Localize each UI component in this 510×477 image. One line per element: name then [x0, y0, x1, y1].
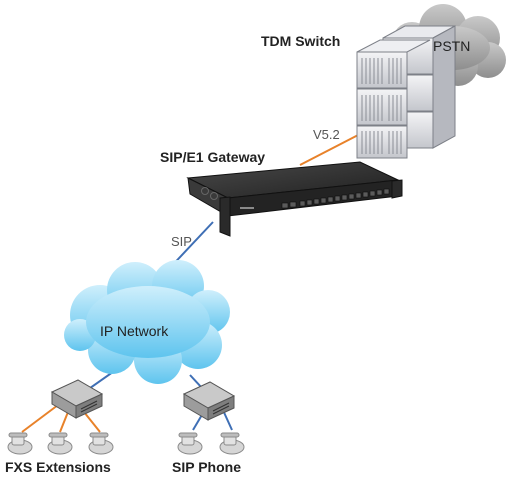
- tdm-switch-label: TDM Switch: [261, 33, 341, 49]
- fxs-phone1-line: [21, 404, 59, 433]
- pstn-label: PSTN: [433, 38, 471, 54]
- fxs-extensions-label: FXS Extensions: [5, 459, 111, 475]
- fxs-phone-icon-3: [88, 432, 114, 455]
- sip-link-label: SIP: [171, 234, 192, 249]
- sip-phone-icon-2: [219, 432, 245, 455]
- gateway-label: SIP/E1 Gateway: [160, 149, 266, 165]
- tdm-switch-icon: [356, 25, 456, 159]
- ip-network-cloud: [64, 260, 230, 384]
- v52-link-label: V5.2: [313, 127, 340, 142]
- fxs-phone-icon-2: [47, 432, 73, 455]
- fxs-switch-icon: [50, 379, 104, 419]
- sip-phone-icon-1: [177, 432, 203, 455]
- gateway-device-icon: [186, 161, 403, 237]
- sip-switch-icon: [182, 381, 236, 421]
- sip-switch-link-line: [189, 374, 203, 389]
- fxs-phone-icon-1: [7, 432, 33, 455]
- fxs-phone2-line: [59, 411, 69, 433]
- sip-phone-label: SIP Phone: [172, 459, 241, 475]
- v52-link-line: [299, 132, 363, 166]
- fxs-phone3-line: [83, 411, 101, 433]
- ip-network-label: IP Network: [100, 323, 169, 339]
